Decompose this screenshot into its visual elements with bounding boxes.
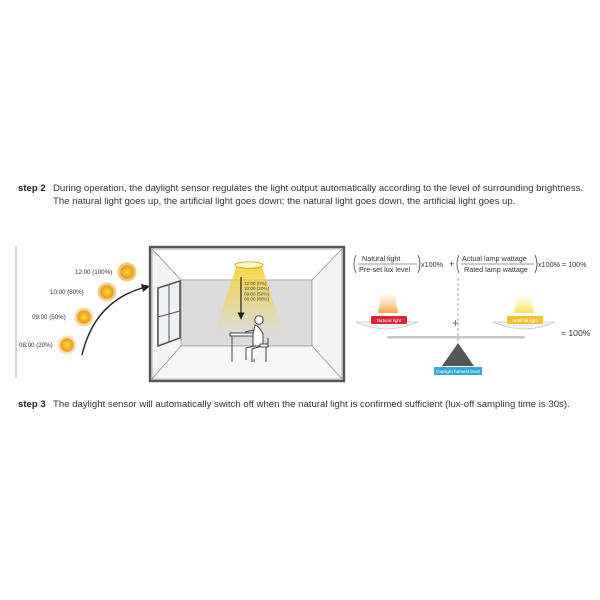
daylight-harvest-tag-label: Daylight harvest level [436, 369, 480, 374]
sun-level-label: 12:00 (100%) [75, 269, 112, 276]
sun-level-label: 09:00 (50%) [32, 314, 66, 321]
sun-icon [120, 265, 134, 279]
lamp-denominator: Rated lamp wattage [464, 265, 528, 274]
step-3-text: The daylight sensor will automatically s… [53, 399, 593, 412]
plus-sign: + [449, 259, 454, 269]
sun-level-label: 10:00 (80%) [50, 289, 84, 296]
scale-fulcrum [442, 343, 474, 366]
scale-beam [387, 336, 525, 339]
room-level-label: 08:00 (80%) [244, 297, 269, 302]
sun-level-label: 08:00 (20%) [19, 342, 53, 349]
result-label: = 100% [561, 328, 591, 338]
formula: Natural light Pre-set lux level x100% + … [354, 254, 587, 274]
step-2-text: During operation, the daylight sensor re… [53, 183, 593, 208]
step-3-label: step 3 [18, 399, 46, 412]
ceiling-lamp [235, 262, 263, 268]
step-2: step 2 During operation, the daylight se… [18, 183, 593, 208]
multiplier-2: x100% = 100% [538, 260, 587, 269]
sun-icon [77, 310, 91, 324]
window [158, 281, 180, 346]
sun-levels: 12:00 (100%) 10:00 (80%) 09:00 (50%) 08:00 … [19, 263, 137, 355]
room-illustration: 12:00 (0%)10:00 (20%)09:00 (50%)08:00 (8… [150, 247, 344, 381]
room-levels: 12:00 (0%)10:00 (20%)09:00 (50%)08:00 (8… [244, 281, 269, 302]
lamp-numerator: Actual lamp wattage [462, 254, 527, 263]
sun-icon [100, 285, 114, 299]
daylight-diagram: 12:00 (100%) 10:00 (80%) 09:00 (50%) 08:00 … [0, 230, 600, 390]
natural-numerator: Natural light [362, 254, 400, 263]
natural-glow [378, 292, 398, 313]
step-3: step 3 The daylight sensor will automati… [18, 399, 593, 412]
artificial-light-tag-label: Artificial light [512, 318, 539, 323]
balance-scale: Natural light Artificial light Daylight … [356, 292, 591, 375]
center-cross: + [452, 316, 459, 330]
artificial-glow [514, 292, 534, 313]
natural-denominator: Pre-set lux level [359, 265, 411, 274]
sun-icon [60, 338, 74, 352]
multiplier-1: x100% [421, 260, 444, 269]
step-2-label: step 2 [18, 183, 46, 196]
natural-light-tag-label: Natural light [377, 318, 402, 323]
